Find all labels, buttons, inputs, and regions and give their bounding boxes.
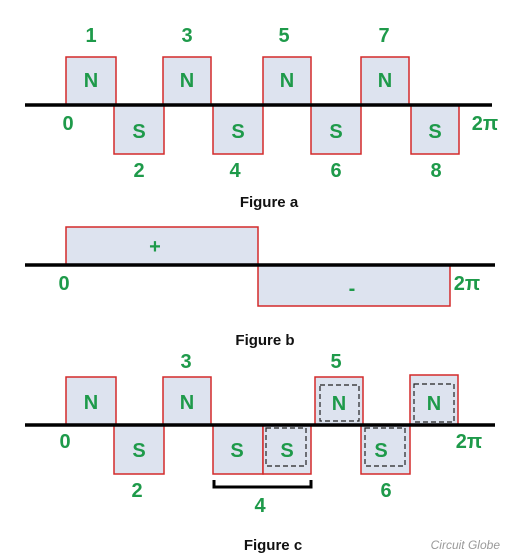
fig-c-pole-letter: S — [374, 440, 387, 462]
fig-a-pole-letter: N — [378, 70, 392, 92]
fig-b-caption: Figure b — [235, 332, 294, 349]
fig-a-pole-number: 7 — [378, 25, 389, 47]
fig-a-caption: Figure a — [240, 194, 299, 211]
fig-b-positive-sign: + — [149, 236, 161, 258]
fig-a-pole-number: 5 — [278, 25, 289, 47]
fig-c-south-pole — [113, 424, 165, 475]
fig-a-pole-letter: N — [84, 70, 98, 92]
fig-c-group-label: 4 — [254, 495, 266, 517]
figure-c: N N N N S S S S 3 5 2 6 4 0 2π Figure c — [25, 351, 495, 554]
fig-a-pole-letter: S — [132, 121, 145, 143]
fig-a-pole-number: 4 — [229, 160, 241, 182]
fig-c-north-pole — [409, 374, 459, 426]
fig-a-south-pole-2 — [113, 104, 165, 155]
fig-a-south-pole-6 — [310, 104, 362, 155]
fig-a-south-pole-4 — [212, 104, 264, 155]
fig-a-pole-number: 3 — [181, 25, 192, 47]
fig-a-pole-number: 8 — [430, 160, 441, 182]
fig-b-positive-block — [65, 226, 259, 266]
fig-b-negative-sign: - — [349, 278, 356, 300]
fig-c-caption: Figure c — [244, 537, 302, 554]
fig-c-end-label: 2π — [456, 431, 482, 453]
fig-a-start-label: 0 — [62, 113, 73, 135]
fig-a-pole-letter: N — [280, 70, 294, 92]
fig-a-pole-letter: S — [329, 121, 342, 143]
fig-c-pole-letter: N — [180, 392, 194, 414]
fig-a-south-pole-8 — [410, 104, 460, 155]
fig-a-pole-letter: S — [231, 121, 244, 143]
fig-c-group-bracket — [212, 480, 313, 489]
fig-c-start-label: 0 — [59, 431, 70, 453]
fig-b-start-label: 0 — [58, 273, 69, 295]
fig-a-pole-number: 6 — [330, 160, 341, 182]
fig-a-pole-letter: S — [428, 121, 441, 143]
fig-a-north-pole-1 — [65, 56, 117, 106]
fig-c-pole-number: 6 — [380, 480, 391, 502]
fig-c-pole-number: 2 — [131, 480, 142, 502]
fig-c-pole-letter: N — [332, 393, 346, 415]
fig-c-pole-number: 5 — [330, 351, 341, 373]
fig-c-dashed-outline — [413, 383, 455, 423]
fig-a-pole-number: 2 — [133, 160, 144, 182]
fig-c-pole-number: 3 — [180, 351, 191, 373]
fig-b-end-label: 2π — [454, 273, 480, 295]
fig-c-pole-letter: S — [230, 440, 243, 462]
fig-b-negative-block — [257, 264, 451, 307]
fig-c-north-pole — [162, 376, 212, 426]
fig-a-pole-number: 1 — [85, 25, 96, 47]
fig-a-north-pole-3 — [162, 56, 212, 106]
fig-c-pole-letter: S — [132, 440, 145, 462]
fig-a-pole-letter: N — [180, 70, 194, 92]
figure-b: + - 0 2π Figure b — [25, 226, 495, 349]
fig-c-pole-letter: N — [427, 393, 441, 415]
fig-c-pole-letter: S — [280, 440, 293, 462]
figure-a: N N N N S S S S 1 3 5 7 2 4 6 8 0 2π Fig… — [25, 25, 498, 211]
fig-c-dashed-outline — [265, 427, 307, 467]
fig-a-end-label: 2π — [472, 113, 498, 135]
fig-c-pole-letter: N — [84, 392, 98, 414]
watermark: Circuit Globe — [431, 538, 501, 552]
fig-c-south-pole — [212, 424, 264, 475]
fig-c-dashed-outline — [364, 427, 406, 467]
fig-a-north-pole-7 — [360, 56, 410, 106]
fig-c-dashed-outline — [319, 384, 360, 422]
